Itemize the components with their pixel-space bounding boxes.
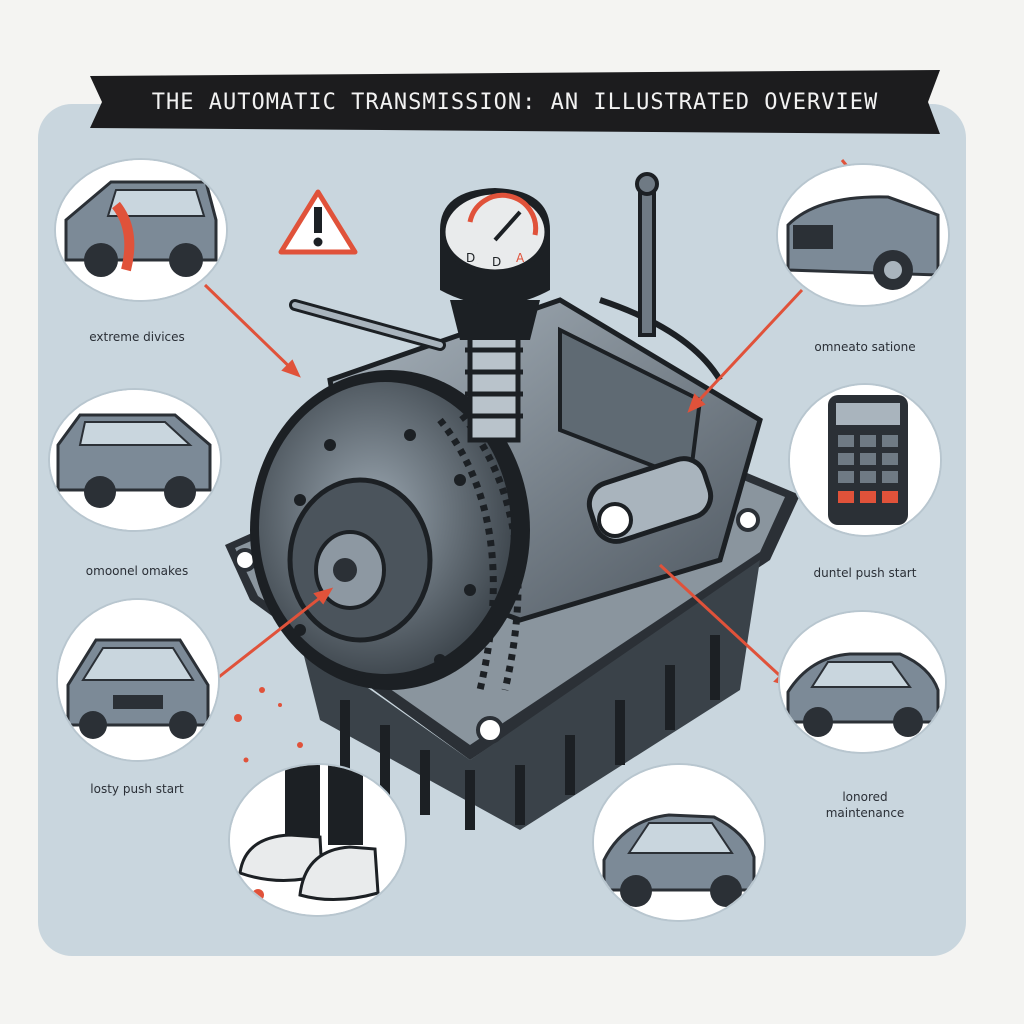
keypad-icon bbox=[790, 385, 940, 535]
label-bottom-right-line2: maintenance bbox=[825, 806, 905, 820]
shift-lever-rod bbox=[635, 172, 659, 337]
gauge-letter-1: D bbox=[466, 251, 475, 265]
label-mid-right: duntel push start bbox=[813, 566, 917, 580]
vignette-top-right bbox=[778, 165, 948, 305]
banner-title: THE AUTOMATIC TRANSMISSION: AN ILLUSTRAT… bbox=[151, 89, 879, 115]
debris bbox=[234, 687, 303, 763]
vignette-bottom-left bbox=[58, 600, 218, 760]
gear-shift-knob-icon: D D A bbox=[440, 188, 550, 443]
gear-teeth bbox=[437, 412, 522, 691]
warning-icon bbox=[278, 189, 358, 255]
label-top-left: extreme divices bbox=[89, 330, 185, 344]
label-mid-left: omoonel omakes bbox=[85, 564, 189, 578]
label-bottom-right-line1: lonored bbox=[842, 790, 888, 804]
gauge-letter-2: D bbox=[492, 255, 501, 269]
vignette-bottom-right bbox=[594, 765, 764, 920]
linkage-lever bbox=[289, 299, 446, 351]
title-banner: THE AUTOMATIC TRANSMISSION: AN ILLUSTRAT… bbox=[90, 70, 940, 134]
vignette-mid-left bbox=[50, 390, 220, 530]
banner-ribbon bbox=[90, 70, 940, 134]
gauge-letter-3: A bbox=[516, 251, 525, 265]
vignette-keypad bbox=[790, 385, 940, 535]
label-bottom-left: losty push start bbox=[90, 782, 184, 796]
vignette-mid-right-car bbox=[780, 612, 945, 752]
label-top-right: omneato satione bbox=[814, 340, 916, 354]
vignette-sneakers bbox=[230, 765, 405, 915]
vignette-top-left bbox=[56, 160, 226, 300]
sneaker-icon bbox=[230, 765, 405, 915]
